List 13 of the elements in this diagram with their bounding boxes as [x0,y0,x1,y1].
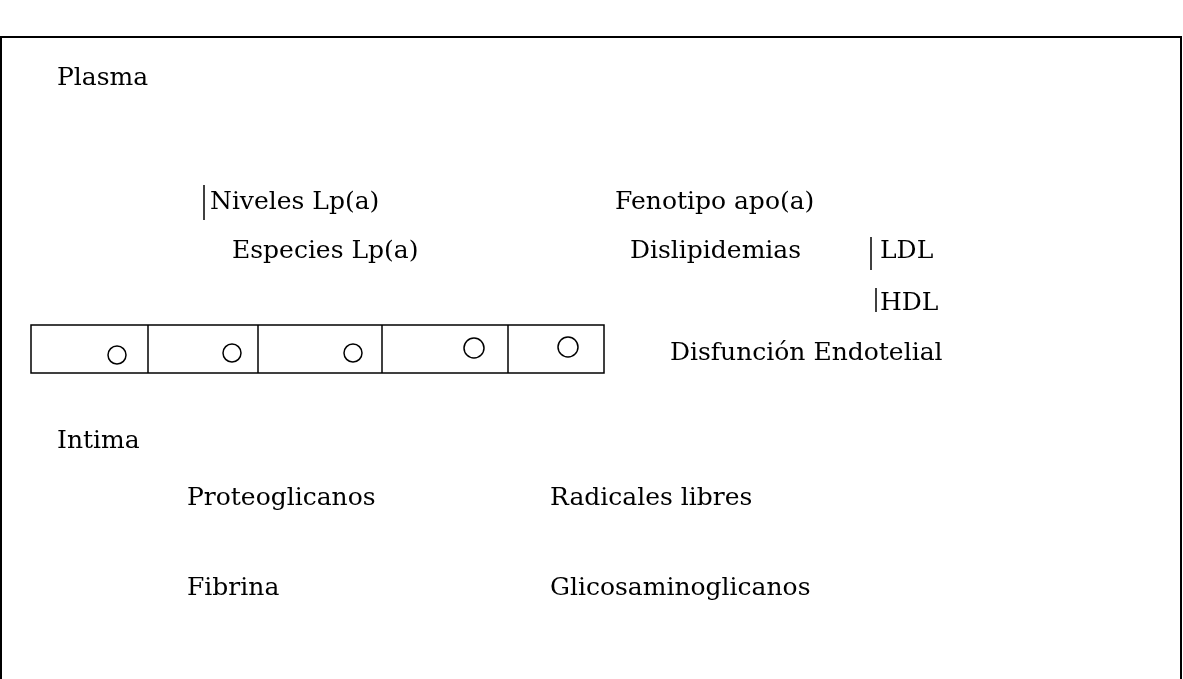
text-label: Niveles Lp(a) [210,186,380,216]
text-label: Proteoglicanos [187,482,376,512]
text-label: Radicales libres [550,482,753,512]
text-label: Especies Lp(a) [232,235,419,265]
text-label: Dislipidemias [630,235,802,265]
text-label: Fenotipo apo(a) [615,186,815,216]
text-label: HDL [880,287,939,317]
text-label: LDL [880,235,934,265]
text-label: Intima [57,425,140,455]
text-label: Fibrina [187,572,280,602]
text-label: Glicosaminoglicanos [550,572,811,602]
text-label: Disfunción Endotelial [670,337,943,367]
text-label: Plasma [57,62,149,92]
